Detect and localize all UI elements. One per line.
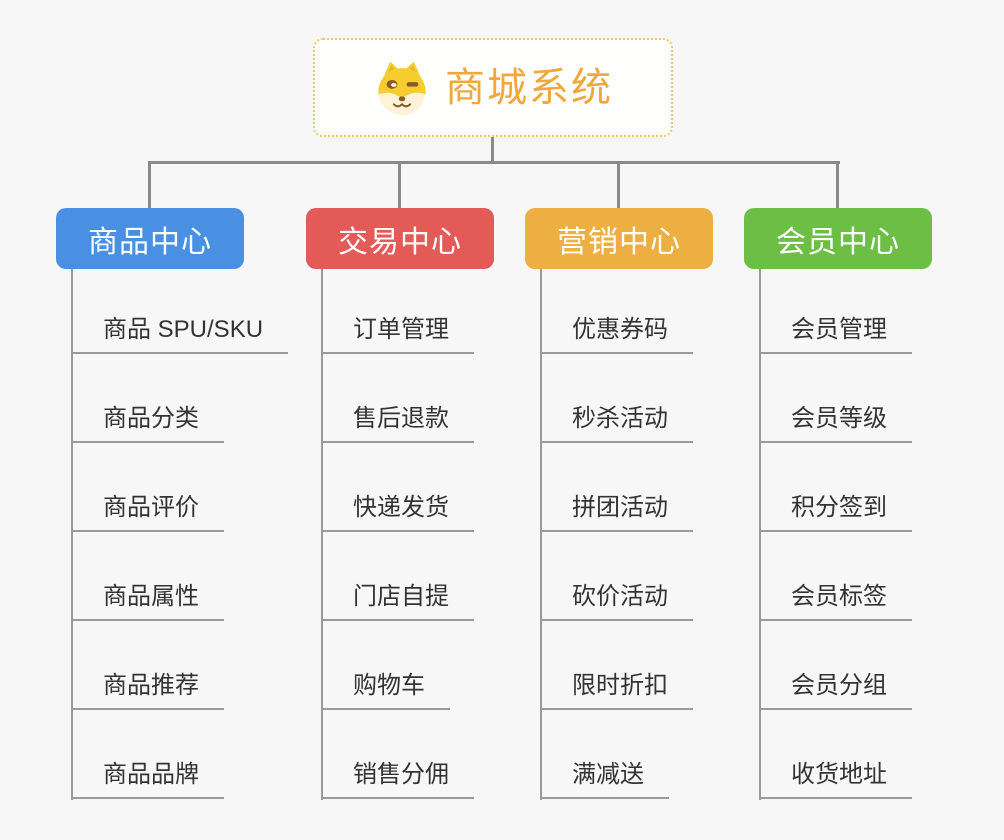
leaf-node[interactable]: 商品分类	[71, 405, 224, 443]
connector-trunk-member	[759, 269, 761, 800]
leaf-node[interactable]: 积分签到	[759, 494, 912, 532]
leaf-node[interactable]: 商品 SPU/SKU	[71, 316, 289, 354]
connector-drop-marketing	[617, 161, 620, 209]
connector-rail	[148, 161, 840, 164]
root-node-title: 商城系统	[445, 65, 613, 110]
leaf-node[interactable]: 商品属性	[71, 583, 224, 621]
leaf-node[interactable]: 商品推荐	[71, 672, 224, 710]
leaf-node[interactable]: 门店自提	[321, 583, 474, 621]
connector-trunk-marketing	[540, 269, 542, 800]
branch-column-trade: 交易中心 订单管理 售后退款 快递发货 门店自提 购物车 销售分佣	[306, 208, 494, 808]
leaf-node[interactable]: 满减送	[540, 761, 669, 799]
leaf-node[interactable]: 限时折扣	[540, 672, 693, 710]
branch-column-product: 商品中心 商品 SPU/SKU 商品分类 商品评价 商品属性 商品推荐 商品品牌	[56, 208, 289, 808]
branch-node-product-center[interactable]: 商品中心	[56, 208, 244, 269]
leaf-node[interactable]: 购物车	[321, 672, 450, 710]
leaf-node[interactable]: 商品评价	[71, 494, 224, 532]
leaf-node[interactable]: 会员分组	[759, 672, 912, 710]
leaf-node[interactable]: 销售分佣	[321, 761, 474, 799]
leaf-node[interactable]: 会员标签	[759, 583, 912, 621]
leaf-node[interactable]: 订单管理	[321, 316, 474, 354]
connector-drop-product	[148, 161, 151, 209]
leaf-node[interactable]: 收货地址	[759, 761, 912, 799]
branch-column-marketing: 营销中心 优惠券码 秒杀活动 拼团活动 砍价活动 限时折扣 满减送	[525, 208, 713, 808]
leaf-node[interactable]: 秒杀活动	[540, 405, 693, 443]
leaf-node[interactable]: 快递发货	[321, 494, 474, 532]
leaf-node[interactable]: 商品品牌	[71, 761, 224, 799]
root-node[interactable]: 商城系统	[313, 38, 673, 137]
leaf-node[interactable]: 优惠券码	[540, 316, 693, 354]
branch-column-member: 会员中心 会员管理 会员等级 积分签到 会员标签 会员分组 收货地址	[744, 208, 932, 808]
branch-node-member-center[interactable]: 会员中心	[744, 208, 932, 269]
branch-node-trade-center[interactable]: 交易中心	[306, 208, 494, 269]
connector-trunk-trade	[321, 269, 323, 800]
branch-node-marketing-center[interactable]: 营销中心	[525, 208, 713, 269]
leaf-node[interactable]: 砍价活动	[540, 583, 693, 621]
connector-root-stem	[491, 137, 494, 163]
leaf-node[interactable]: 会员等级	[759, 405, 912, 443]
connector-drop-member	[836, 161, 839, 209]
connector-trunk-product	[71, 269, 73, 800]
leaf-node[interactable]: 拼团活动	[540, 494, 693, 532]
doge-face-icon	[378, 61, 426, 115]
leaf-node[interactable]: 售后退款	[321, 405, 474, 443]
connector-drop-trade	[398, 161, 401, 209]
leaf-node[interactable]: 会员管理	[759, 316, 912, 354]
